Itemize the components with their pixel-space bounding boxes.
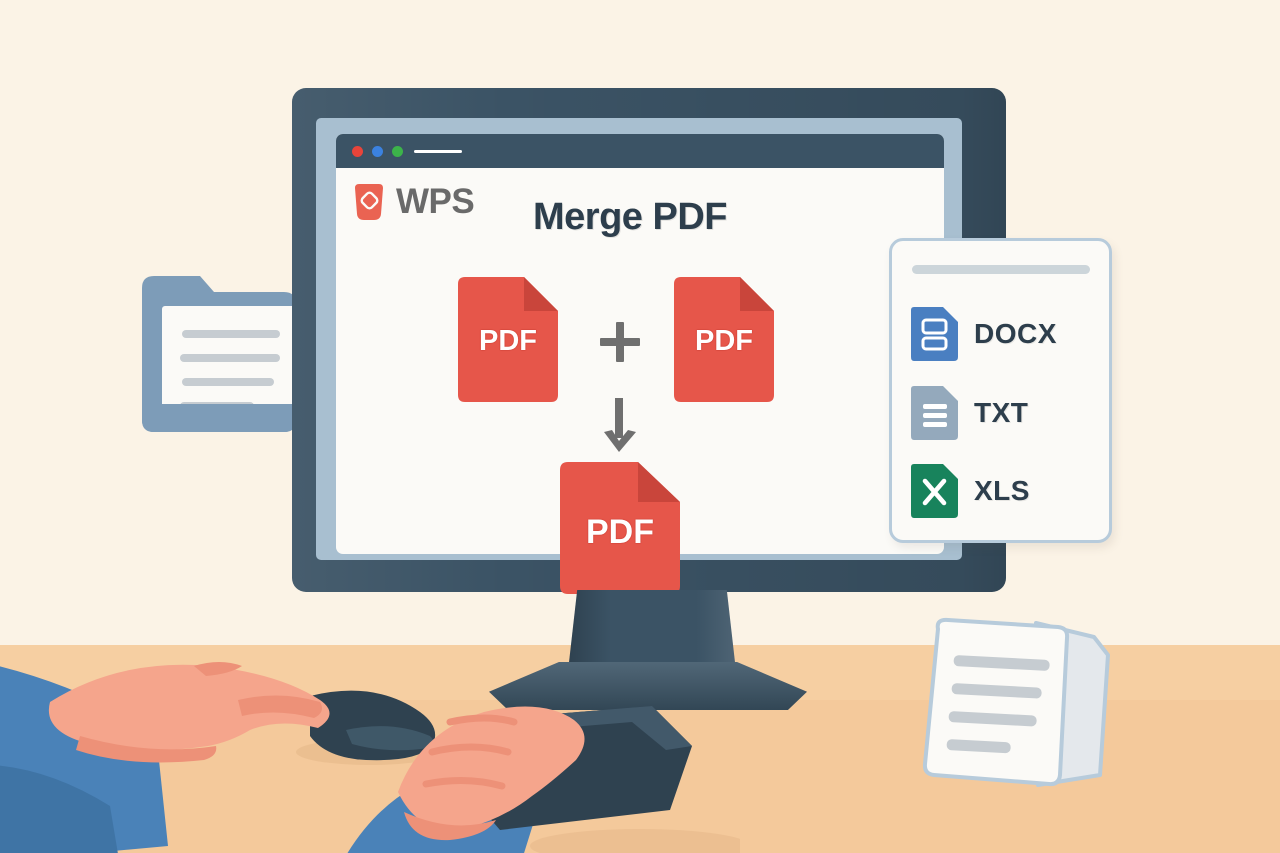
pdf-file-label: PDF — [479, 325, 537, 357]
pdf-input-file-2: PDF — [674, 277, 774, 402]
person-hands-and-devices — [0, 596, 750, 853]
browser-titlebar — [336, 134, 944, 168]
document-text-lines — [946, 655, 1050, 754]
format-label: XLS — [974, 475, 1030, 506]
format-label: TXT — [974, 397, 1029, 428]
computer-mouse — [310, 690, 436, 761]
monitor-stand-base — [489, 662, 807, 710]
format-row-docx[interactable]: DOCX — [911, 307, 1057, 361]
folder-with-document — [138, 270, 298, 442]
left-sleeve-shadow — [0, 765, 118, 853]
format-row-xls[interactable]: XLS — [911, 464, 1030, 518]
xls-file-icon — [911, 464, 958, 518]
txt-file-icon — [911, 386, 958, 440]
right-hand-shadow — [404, 812, 496, 841]
paper-document — [918, 615, 1123, 795]
keyboard-shadow — [530, 829, 750, 853]
left-hand-thumb — [238, 695, 322, 718]
format-label: DOCX — [974, 318, 1057, 349]
left-hand — [48, 664, 330, 751]
left-hand-knuckle — [194, 662, 242, 676]
format-row-txt[interactable]: TXT — [911, 386, 1028, 440]
computer-mouse-highlight — [346, 726, 434, 751]
window-close-dot-icon[interactable] — [352, 146, 363, 157]
window-maximize-dot-icon[interactable] — [392, 146, 403, 157]
pdf-output-file: PDF — [560, 462, 680, 594]
page-title: Merge PDF — [533, 196, 727, 238]
browser-address-bar[interactable] — [414, 150, 462, 153]
monitor-stand-base-shading — [489, 662, 807, 710]
pdf-input-file-1: PDF — [458, 277, 558, 402]
pdf-file-label: PDF — [695, 325, 753, 357]
docx-file-icon — [911, 307, 958, 361]
left-hand-shadow — [76, 736, 217, 763]
plus-icon — [598, 320, 642, 364]
arrow-down-icon — [602, 398, 638, 454]
panel-header-bar — [912, 265, 1090, 274]
wps-diamond-icon — [352, 183, 386, 221]
folder-front-flap — [142, 404, 296, 432]
supported-formats-panel: DOCX TXT — [889, 238, 1112, 543]
wps-wordmark: WPS — [396, 182, 475, 221]
right-hand-fingers — [422, 714, 518, 790]
pdf-file-label: PDF — [586, 513, 654, 551]
document-front-page — [922, 617, 1070, 787]
wps-logo: WPS — [352, 180, 482, 226]
right-hand — [398, 706, 585, 830]
window-minimize-dot-icon[interactable] — [372, 146, 383, 157]
